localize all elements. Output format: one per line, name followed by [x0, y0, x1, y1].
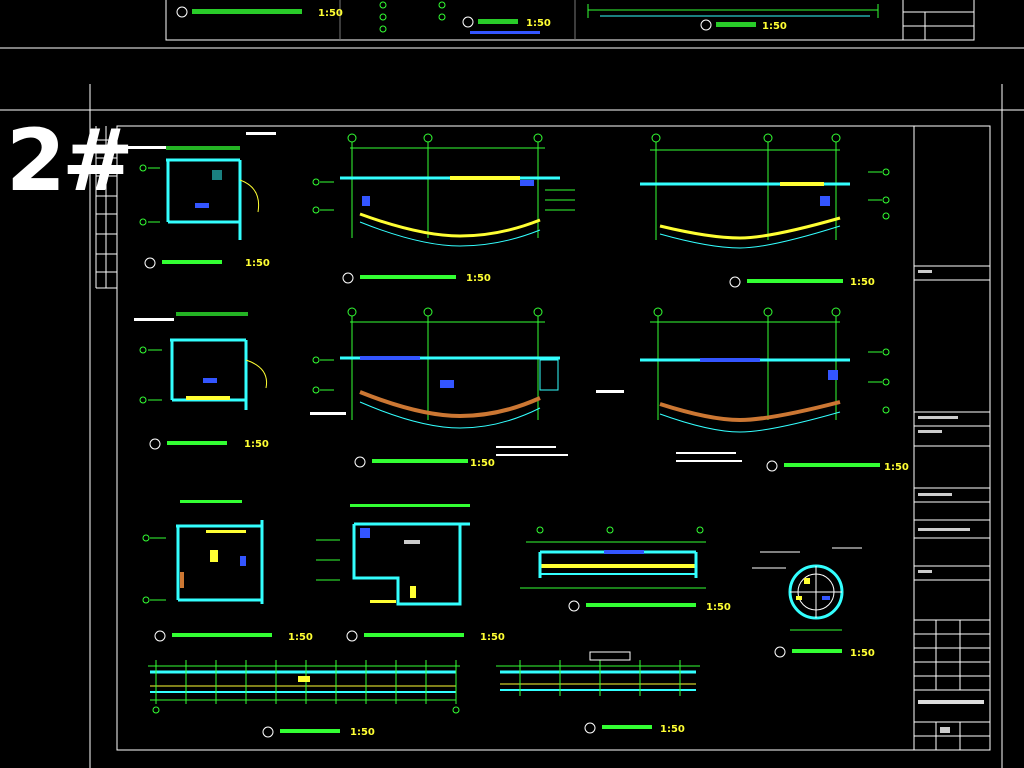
scale-label-detail-7: 1:50: [288, 632, 313, 643]
scale-label-detail-1: 1:50: [245, 258, 270, 269]
title-block: [914, 265, 990, 750]
scale-label-detail-10: 1:50: [850, 648, 875, 659]
title-block-text-marks: [918, 270, 984, 733]
scale-label-detail-5: 1:50: [470, 458, 495, 469]
top-strip-details: [176, 1, 879, 34]
detail-10-circular-plan: [752, 547, 862, 658]
detail-6-curved-plan: [596, 307, 890, 472]
scale-label-detail-2: 1:50: [244, 439, 269, 450]
scale-label-detail-4: 1:50: [850, 277, 875, 288]
left-binding-strip: [96, 139, 117, 273]
detail-2-room-plan: [134, 312, 268, 450]
scale-label-top-2: 1:50: [526, 18, 551, 29]
detail-8-room-plan: [316, 504, 470, 642]
detail-1-room-plan: [122, 132, 276, 269]
detail-7-room-plan: [142, 500, 272, 642]
scale-label-detail-6: 1:50: [884, 462, 909, 473]
scale-label-top-3: 1:50: [762, 21, 787, 32]
detail-3-curved-plan: [312, 133, 575, 284]
detail-9-linear-plan: [520, 526, 706, 612]
scale-label-detail-3: 1:50: [466, 273, 491, 284]
detail-11-long-elevation: [148, 660, 460, 738]
scale-label-detail-9: 1:50: [706, 602, 731, 613]
top-sheet-strip: [0, 0, 1024, 111]
scale-label-detail-12: 1:50: [660, 724, 685, 735]
detail-5-curved-plan: [310, 307, 568, 468]
detail-4-curved-plan: [640, 133, 890, 288]
sheet-number-label: 2#: [6, 111, 134, 211]
main-sheet-frame: [89, 84, 1003, 768]
scale-label-detail-8: 1:50: [480, 632, 505, 643]
scale-label-detail-11: 1:50: [350, 727, 375, 738]
detail-12-short-elevation: [496, 651, 700, 734]
scale-label-top-1: 1:50: [318, 8, 343, 19]
